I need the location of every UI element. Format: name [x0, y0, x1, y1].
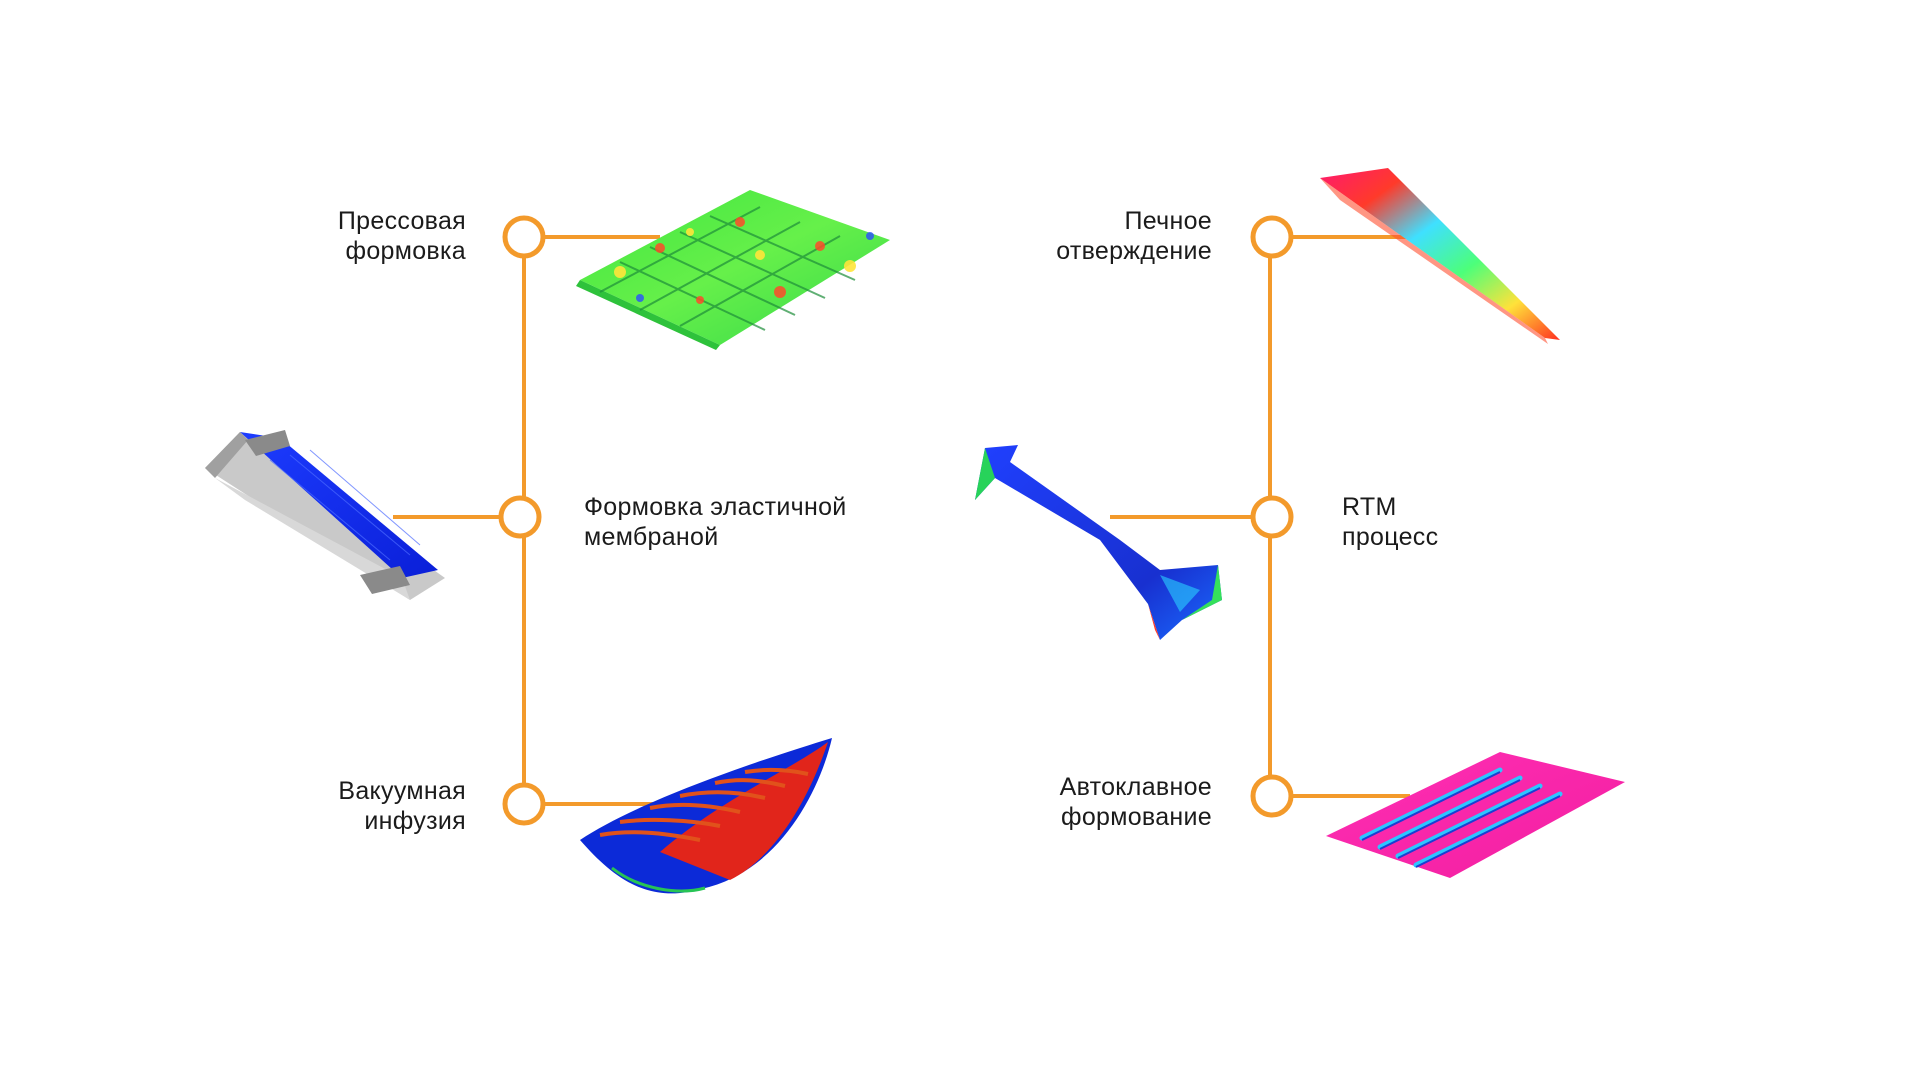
label-line: инфузия — [364, 807, 466, 835]
label-press-forming: Прессовая формовка — [338, 206, 466, 266]
oven-node — [1250, 215, 1294, 259]
label-line: Вакуумная — [338, 777, 466, 805]
press-node — [502, 215, 546, 259]
rtm-process-sim-image — [975, 445, 1222, 640]
rtm-node — [1250, 495, 1294, 539]
label-rtm-process: RTM процесс — [1342, 492, 1438, 552]
label-line: мембраной — [584, 523, 719, 551]
label-line: Формовка эластичной — [584, 493, 847, 521]
label-line: формовка — [345, 237, 466, 265]
label-line: RTM — [1342, 493, 1397, 521]
membrane-forming-sim-image — [205, 430, 445, 600]
vacuum-node — [502, 782, 546, 826]
label-oven-curing: Печное отверждение — [1056, 206, 1212, 266]
label-line: Прессовая — [337, 207, 466, 235]
label-line: Печное — [1124, 207, 1212, 235]
oven-curing-sim-image — [1320, 168, 1560, 344]
autoclave-node — [1250, 774, 1294, 818]
label-line: процесс — [1342, 523, 1439, 551]
label-line: Автоклавное — [1059, 773, 1212, 801]
membrane-node — [498, 495, 542, 539]
label-line: формование — [1060, 803, 1212, 831]
vacuum-infusion-sim-image — [580, 738, 832, 894]
label-vacuum-infusion: Вакуумная инфузия — [338, 776, 466, 836]
autoclave-sim-image — [1326, 752, 1625, 878]
press-forming-sim-image — [576, 190, 890, 350]
label-line: отверждение — [1056, 237, 1212, 265]
label-autoclave-forming: Автоклавное формование — [1060, 772, 1212, 832]
label-membrane-forming: Формовка эластичной мембраной — [584, 492, 847, 552]
